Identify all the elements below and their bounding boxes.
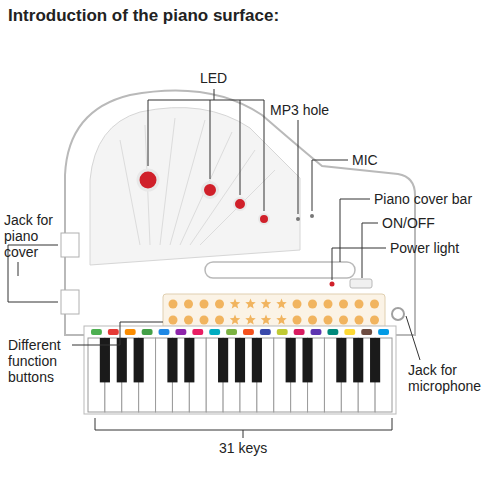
function-button bbox=[230, 299, 240, 309]
callout-label: Piano cover bar bbox=[374, 191, 472, 207]
function-buttons bbox=[169, 299, 380, 325]
piano-body bbox=[65, 91, 415, 336]
key-tab bbox=[311, 329, 322, 335]
black-key bbox=[184, 338, 194, 382]
callout-label: Jack for piano cover bbox=[4, 212, 64, 260]
keyboard-frame bbox=[84, 326, 396, 414]
mic-hole bbox=[310, 214, 314, 218]
page-title: Introduction of the piano surface: bbox=[8, 6, 279, 26]
function-button bbox=[276, 315, 286, 325]
key-tab bbox=[125, 329, 136, 335]
key-tab bbox=[175, 329, 186, 335]
function-button bbox=[245, 315, 255, 325]
callout-label: MP3 hole bbox=[270, 102, 329, 118]
function-button bbox=[230, 315, 240, 325]
function-button bbox=[370, 300, 379, 309]
function-button bbox=[339, 300, 348, 309]
function-button bbox=[261, 315, 271, 325]
function-button bbox=[184, 316, 193, 325]
button-panel bbox=[163, 294, 385, 330]
led-lights bbox=[138, 170, 269, 224]
key-tab bbox=[277, 329, 288, 335]
function-button bbox=[324, 316, 333, 325]
black-key bbox=[218, 338, 228, 382]
keyboard bbox=[84, 326, 396, 414]
function-button bbox=[245, 299, 255, 309]
mp3-hole bbox=[296, 217, 300, 221]
key-tab bbox=[209, 329, 220, 335]
callout-label: ON/OFF bbox=[382, 215, 435, 231]
lid-area bbox=[90, 108, 300, 265]
black-key bbox=[167, 338, 177, 382]
function-button bbox=[355, 300, 364, 309]
key-tab bbox=[159, 329, 170, 335]
black-key bbox=[353, 338, 363, 382]
power-light bbox=[330, 282, 335, 287]
function-button bbox=[276, 299, 286, 309]
function-button bbox=[293, 300, 302, 309]
key-tab bbox=[327, 329, 338, 335]
lid-lines bbox=[120, 118, 275, 245]
cover-jack bbox=[61, 233, 79, 257]
function-button bbox=[215, 300, 224, 309]
black-key bbox=[302, 338, 312, 382]
black-key bbox=[134, 338, 144, 382]
function-button bbox=[184, 300, 193, 309]
function-button bbox=[355, 316, 364, 325]
key-tab bbox=[226, 329, 237, 335]
black-key bbox=[286, 338, 296, 382]
key-tab bbox=[142, 329, 153, 335]
key-tab bbox=[91, 329, 102, 335]
function-button bbox=[169, 300, 178, 309]
on-off-switch bbox=[350, 279, 372, 288]
cover-jack bbox=[61, 290, 79, 314]
function-button bbox=[370, 316, 379, 325]
function-button bbox=[169, 316, 178, 325]
key-tab bbox=[192, 329, 203, 335]
callout-label: Power light bbox=[390, 240, 459, 256]
function-button bbox=[308, 300, 317, 309]
function-button bbox=[339, 316, 348, 325]
function-button bbox=[324, 300, 333, 309]
function-button bbox=[215, 316, 224, 325]
black-key bbox=[252, 338, 262, 382]
function-button bbox=[293, 316, 302, 325]
callout-label: Different function buttons bbox=[8, 337, 78, 385]
leader-lines bbox=[8, 89, 420, 438]
mic-jack bbox=[392, 308, 404, 320]
callout-label: Jack for microphone bbox=[408, 362, 496, 394]
key-tab bbox=[294, 329, 305, 335]
black-key bbox=[336, 338, 346, 382]
key-tab bbox=[344, 329, 355, 335]
key-tab bbox=[378, 329, 389, 335]
callout-label: 31 keys bbox=[219, 440, 267, 456]
function-button bbox=[200, 300, 209, 309]
key-tab bbox=[260, 329, 271, 335]
function-button bbox=[200, 316, 209, 325]
key-tab bbox=[243, 329, 254, 335]
callout-label: MIC bbox=[352, 152, 378, 168]
key-tab bbox=[108, 329, 119, 335]
function-button bbox=[308, 316, 317, 325]
black-key bbox=[370, 338, 380, 382]
black-key bbox=[235, 338, 245, 382]
key-tab bbox=[361, 329, 372, 335]
callout-label: LED bbox=[200, 70, 227, 86]
function-button bbox=[261, 299, 271, 309]
